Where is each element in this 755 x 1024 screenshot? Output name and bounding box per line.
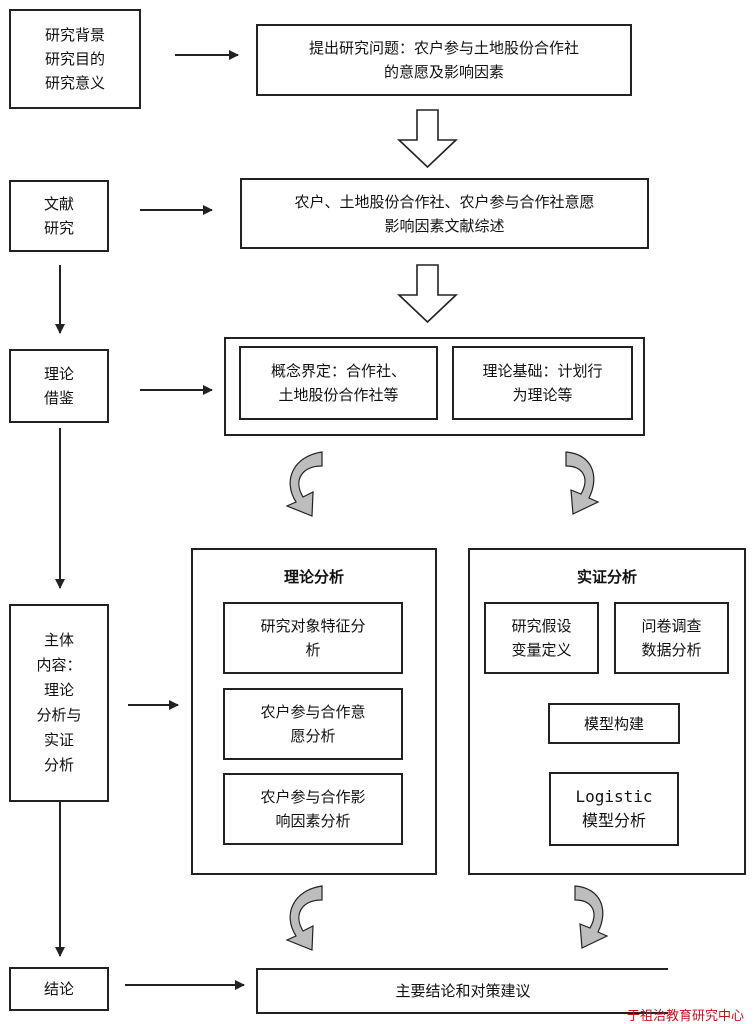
curved-arrow-3	[285, 885, 323, 951]
theory-basis-box: 理论基础：计划行 为理论等	[452, 346, 633, 420]
watermark-logo: 于祖治教育研究中心	[627, 1009, 745, 1024]
curved-arrow-2	[565, 451, 600, 515]
hollow-down-arrow-2	[396, 264, 459, 324]
research-background-box: 研究背景 研究目的 研究意义	[9, 9, 141, 109]
willingness-analysis-box: 农户参与合作意 愿分析	[223, 688, 403, 760]
literature-review-box: 农户、土地股份合作社、农户参与合作社意愿 影响因素文献综述	[240, 178, 649, 249]
survey-data-box: 问卷调查 数据分析	[614, 602, 729, 674]
model-build-box: 模型构建	[548, 703, 680, 744]
literature-study-box: 文献 研究	[9, 180, 109, 252]
theory-reference-box: 理论 借鉴	[9, 349, 109, 423]
concept-definition-box: 概念界定：合作社、 土地股份合作社等	[239, 346, 438, 420]
object-feature-analysis-box: 研究对象特征分 析	[223, 602, 403, 674]
influence-factor-analysis-box: 农户参与合作影 响因素分析	[223, 773, 403, 845]
empirical-analysis-title: 实证分析	[576, 568, 637, 586]
conclusion-box: 结论	[9, 967, 109, 1011]
theory-analysis-title: 理论分析	[283, 568, 344, 586]
main-content-box: 主体 内容： 理论 分析与 实证 分析	[9, 604, 109, 802]
logistic-model-box: Logistic 模型分析	[549, 772, 679, 846]
hollow-down-arrow-1	[396, 109, 459, 169]
main-conclusion-box: 主要结论和对策建议	[256, 968, 668, 1014]
curved-arrow-4	[574, 885, 609, 949]
curved-arrow-1	[285, 451, 323, 517]
hypothesis-variable-box: 研究假设 变量定义	[484, 602, 599, 674]
research-question-box: 提出研究问题：农户参与土地股份合作社 的意愿及影响因素	[256, 24, 632, 96]
